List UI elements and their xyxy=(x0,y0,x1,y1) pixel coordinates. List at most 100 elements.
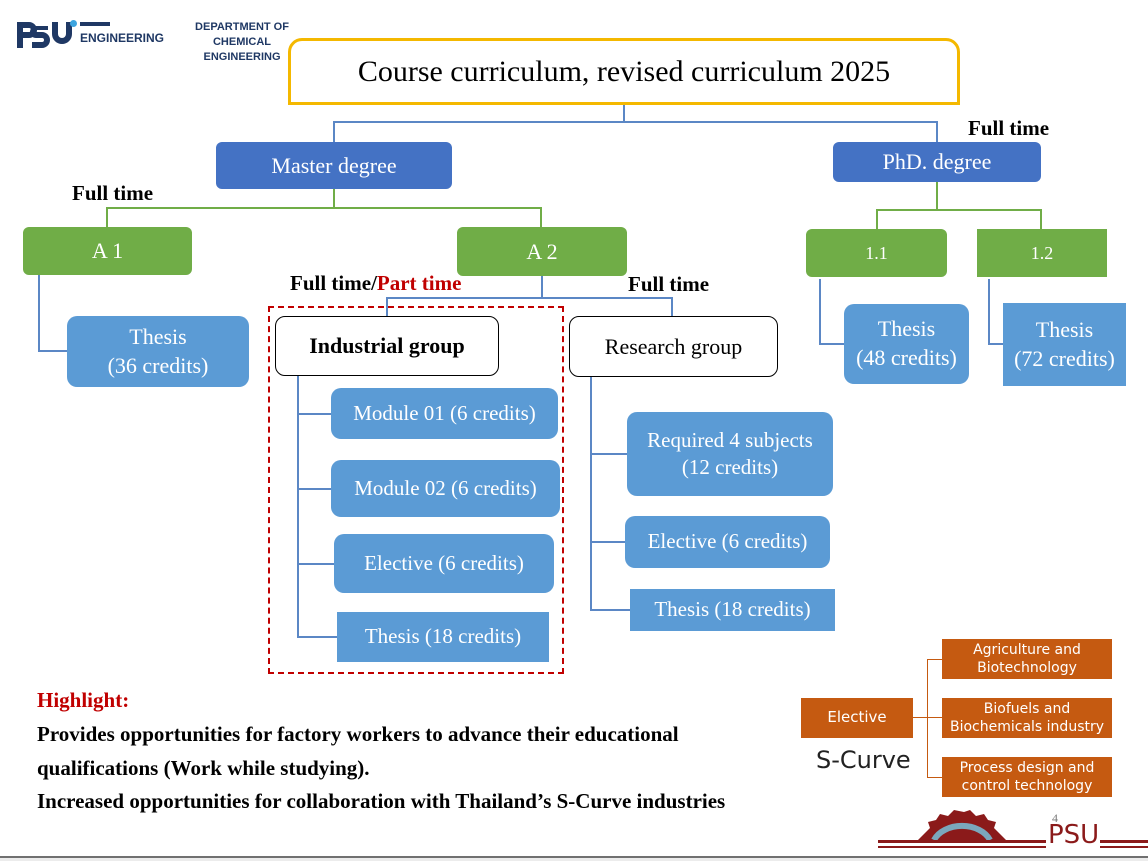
highlight-line: qualifications (Work while studying). xyxy=(37,756,370,780)
node-credits: (48 credits) xyxy=(856,345,957,370)
department-line: ENGINEERING xyxy=(203,51,281,63)
department-line: DEPARTMENT OF xyxy=(195,21,289,33)
a1-thesis-node[interactable]: Thesis (36 credits) xyxy=(67,316,249,387)
connector xyxy=(38,275,40,352)
connector xyxy=(876,209,878,229)
phd-1-2-thesis-node[interactable]: Thesis (72 credits) xyxy=(1003,303,1126,386)
branch-line: Biochemicals industry xyxy=(949,719,1105,735)
scurve-branch-node[interactable]: Process design and control technology xyxy=(942,757,1112,797)
connector xyxy=(988,279,990,345)
node-title: Required 4 subjects xyxy=(647,427,813,452)
connector xyxy=(297,413,331,415)
mode-part-time: Part time xyxy=(376,271,462,295)
connector xyxy=(590,453,627,455)
scurve-caption: S-Curve xyxy=(816,746,911,774)
node-credits: (72 credits) xyxy=(1014,345,1115,371)
logo-bar-icon xyxy=(80,22,110,26)
connector xyxy=(297,376,299,637)
connector xyxy=(297,563,334,565)
node-title: Thesis xyxy=(877,316,936,342)
industrial-group-highlight-frame xyxy=(268,306,564,674)
highlight-heading: Highlight: xyxy=(37,688,130,712)
phd-1-1-thesis-node[interactable]: Thesis (48 credits) xyxy=(844,304,969,384)
connector xyxy=(927,777,942,778)
connector xyxy=(590,609,630,611)
industrial-course-node[interactable]: Module 02 (6 credits) xyxy=(331,460,560,517)
connector xyxy=(590,377,592,610)
connector xyxy=(106,207,108,227)
research-required-node[interactable]: Required 4 subjects (12 credits) xyxy=(627,412,833,496)
industrial-mode-label: Full time/Part time xyxy=(290,271,461,296)
footer-rule-icon xyxy=(1100,840,1148,843)
branch-line: control technology xyxy=(961,778,1093,794)
footer-divider xyxy=(0,856,1148,858)
footer-rule-icon xyxy=(1100,846,1148,848)
footer-strip xyxy=(0,858,1148,861)
branch-line: Biofuels and xyxy=(983,700,1071,717)
industrial-course-node[interactable]: Elective (6 credits) xyxy=(334,534,554,593)
industrial-course-node[interactable]: Thesis (18 credits) xyxy=(337,612,549,662)
connector xyxy=(333,121,938,123)
footer-psu-logo: PSU xyxy=(878,800,1148,852)
node-title: Thesis xyxy=(129,323,187,349)
logo-engineering-text: ENGINEERING xyxy=(80,31,165,45)
track-a2-node[interactable]: A 2 xyxy=(457,227,627,276)
connector xyxy=(540,207,542,227)
research-course-node[interactable]: Thesis (18 credits) xyxy=(630,589,835,631)
industrial-course-node[interactable]: Module 01 (6 credits) xyxy=(331,388,558,439)
connector xyxy=(297,488,331,490)
phd-mode-label: Full time xyxy=(968,116,1050,140)
connector xyxy=(333,189,335,208)
branch-line: Agriculture and xyxy=(973,641,1081,658)
connector xyxy=(819,279,821,345)
connector xyxy=(927,717,942,718)
gear-arch-icon xyxy=(878,810,1046,848)
master-mode-label: Full time xyxy=(72,181,154,205)
connector xyxy=(38,350,68,352)
connector xyxy=(623,105,625,122)
node-credits: (12 credits) xyxy=(681,455,779,479)
connector xyxy=(590,541,625,543)
research-mode-label: Full time xyxy=(628,272,710,296)
department-line: CHEMICAL xyxy=(212,36,272,48)
branch-line: Biotechnology xyxy=(977,660,1077,676)
branch-line: Process design and xyxy=(959,759,1095,776)
connector xyxy=(936,121,938,142)
psu-engineering-logo: ENGINEERING xyxy=(14,16,174,56)
connector xyxy=(988,343,1003,345)
industrial-group-node[interactable]: Industrial group xyxy=(275,316,499,376)
connector xyxy=(386,297,672,299)
scurve-branch-node[interactable]: Agriculture and Biotechnology xyxy=(942,639,1112,679)
research-group-node[interactable]: Research group xyxy=(569,316,778,377)
phd-track-1-1-node[interactable]: 1.1 xyxy=(806,229,947,277)
mode-full-time: Full time/ xyxy=(290,271,377,295)
connector xyxy=(876,209,1042,211)
page-title: Course curriculum, revised curriculum 20… xyxy=(288,38,960,105)
connector xyxy=(541,276,543,298)
connector xyxy=(819,343,844,345)
research-course-node[interactable]: Elective (6 credits) xyxy=(625,516,830,568)
connector xyxy=(333,121,335,142)
phd-degree-node[interactable]: PhD. degree xyxy=(833,142,1041,182)
connector xyxy=(1040,209,1042,229)
node-credits: (36 credits) xyxy=(107,352,209,378)
connector xyxy=(671,297,673,316)
master-degree-node[interactable]: Master degree xyxy=(216,142,452,189)
page-number: 4 xyxy=(1052,811,1058,825)
connector xyxy=(297,636,337,638)
logo-dot-icon xyxy=(70,20,77,27)
highlight-line: Increased opportunities for collaboratio… xyxy=(37,789,726,813)
connector xyxy=(106,207,542,209)
node-title: Thesis xyxy=(1035,316,1094,342)
psu-logo-icon xyxy=(17,22,72,48)
phd-track-1-2-node[interactable]: 1.2 xyxy=(977,229,1107,277)
highlight-line: Provides opportunities for factory worke… xyxy=(37,722,679,746)
footer-psu-text: PSU xyxy=(1048,820,1100,850)
connector xyxy=(927,659,942,660)
scurve-branch-node[interactable]: Biofuels and Biochemicals industry xyxy=(942,698,1112,738)
connector xyxy=(936,182,938,210)
connector xyxy=(927,659,928,778)
department-name: DEPARTMENT OF CHEMICAL ENGINEERING xyxy=(184,20,300,65)
track-a1-node[interactable]: A 1 xyxy=(23,227,192,275)
scurve-elective-node[interactable]: Elective xyxy=(801,698,913,738)
